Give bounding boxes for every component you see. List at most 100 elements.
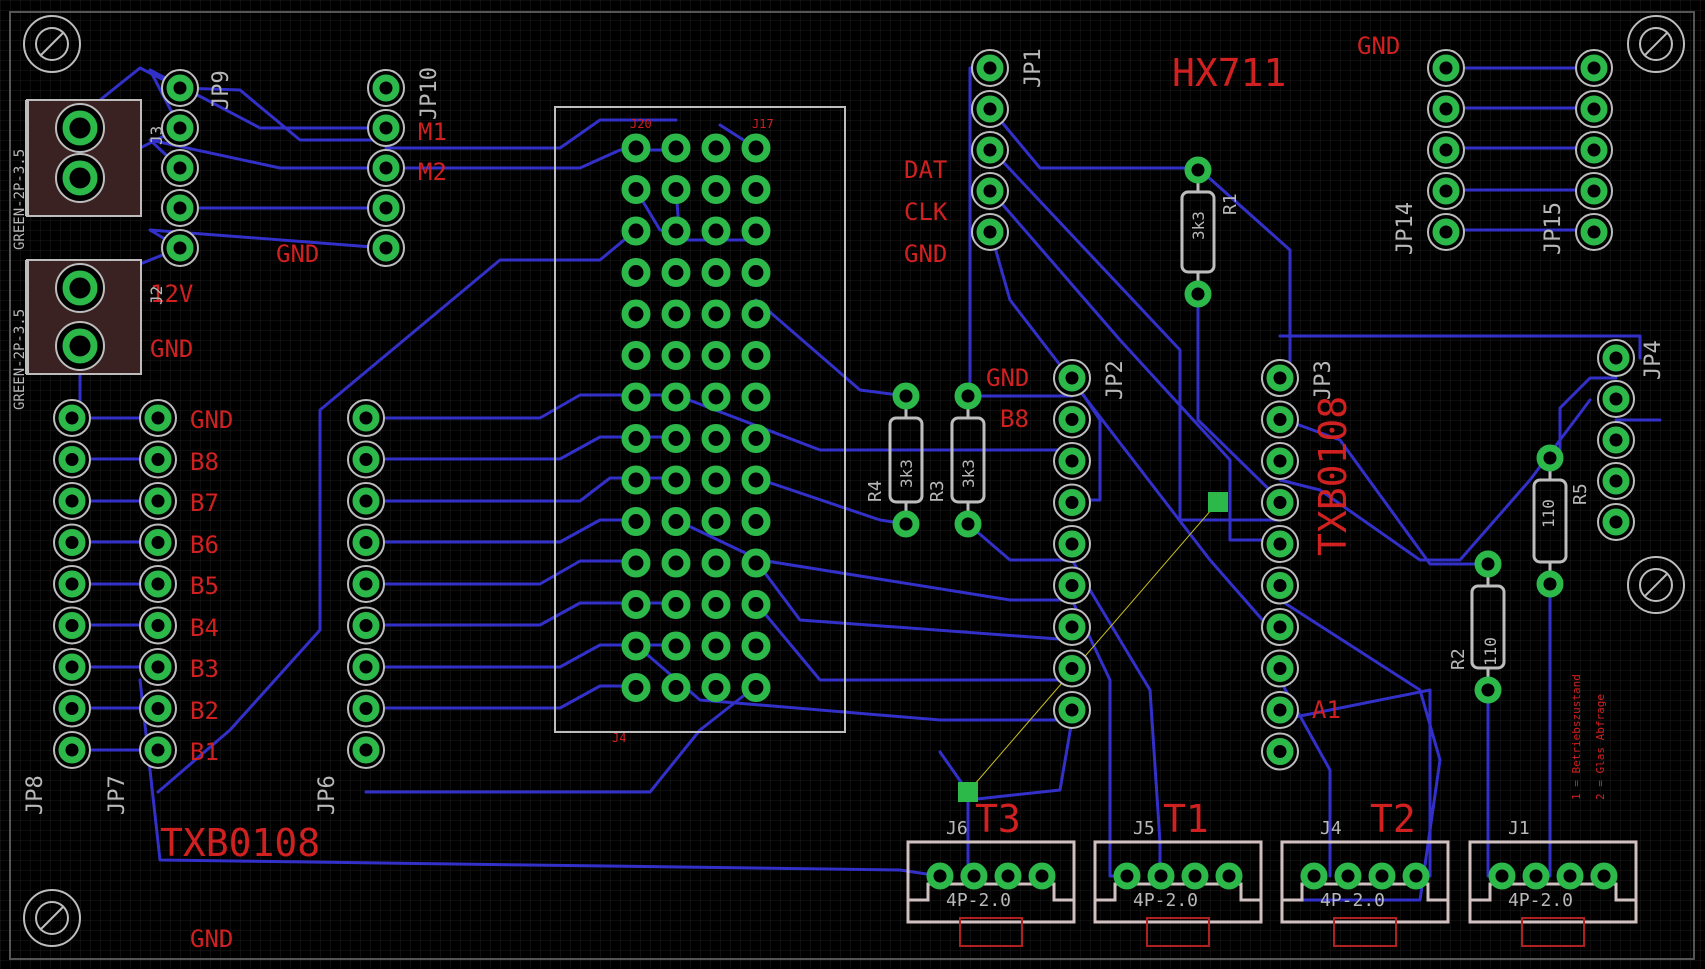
trace — [754, 559, 1074, 642]
j20-pad — [701, 590, 731, 619]
j20-pad — [621, 465, 651, 495]
jp15-pad — [1580, 218, 1608, 246]
j20-pad — [621, 507, 651, 536]
j20-pad — [661, 216, 691, 246]
j5-housing — [1093, 840, 1263, 924]
jp7-pad — [144, 736, 172, 764]
jp2-pad — [1058, 447, 1086, 475]
j20-pad — [741, 133, 771, 163]
jp6-pad — [352, 570, 380, 598]
j20-pad — [621, 341, 651, 370]
designator-jp1: JP1 — [1021, 48, 1046, 88]
j20-pad — [621, 548, 651, 578]
j6-housing-detail — [908, 882, 1074, 902]
terminal-pad — [62, 328, 98, 364]
labels: HX711 TXB0108 TXB0108 M1 M2 GND 12V GND … — [12, 32, 1666, 953]
value-j2-terminal: GREEN-2P-3.5 — [12, 309, 28, 410]
label-m1: M1 — [418, 118, 447, 146]
j20-pad — [741, 673, 771, 702]
label-gnd-jp2: GND — [986, 364, 1029, 392]
value-j4-connector: 4P-2.0 — [1320, 890, 1385, 911]
jp2-pad — [1058, 572, 1086, 599]
j1-pad — [1522, 862, 1550, 890]
j20-pad — [701, 507, 731, 536]
j20-pad — [661, 631, 691, 661]
j5-pad — [1113, 862, 1141, 890]
j20-pad — [701, 341, 731, 370]
designator-j4-header: J4 — [612, 731, 626, 745]
value-j3-terminal: GREEN-2P-3.5 — [12, 149, 28, 250]
label-b3: B3 — [190, 655, 219, 683]
value-j1-connector: 4P-2.0 — [1508, 890, 1573, 911]
jp8-pad — [58, 695, 86, 722]
value-j6-connector: 4P-2.0 — [946, 890, 1011, 911]
j20-pad — [621, 424, 651, 453]
j20-pad — [741, 258, 771, 287]
j1-latch — [1521, 917, 1585, 947]
jp2-pad — [1058, 406, 1086, 433]
designator-jp6: JP6 — [315, 775, 340, 815]
jp10-pad — [372, 194, 400, 222]
jp2-pad — [1058, 364, 1086, 392]
j20-pad — [621, 631, 651, 661]
label-hx711: HX711 — [1172, 51, 1286, 95]
jp3-pad — [1266, 696, 1294, 724]
trace — [148, 138, 388, 170]
designator-r1: R1 — [1220, 193, 1241, 215]
jp9-pad — [166, 234, 194, 262]
designator-r2: R2 — [1448, 648, 1469, 670]
jp3-pad — [1266, 364, 1294, 392]
j4-pad — [1300, 862, 1328, 890]
jp7-pad — [144, 487, 172, 515]
j20-pad — [701, 258, 731, 287]
label-gnd-jp1: GND — [904, 240, 947, 268]
j4-pad — [1368, 862, 1396, 890]
designator-j2: J2 — [147, 286, 166, 305]
j20-pad — [661, 299, 691, 329]
r5-pad — [1536, 444, 1564, 472]
designator-jp15: JP15 — [1541, 202, 1566, 255]
j4-housing-detail — [1282, 882, 1448, 902]
j20-pad — [661, 673, 691, 702]
label-legend-2: 2 = Glas Abfrage — [1594, 694, 1607, 800]
j20-pad — [661, 590, 691, 619]
mounting-holes — [23, 15, 1685, 947]
pads — [53, 49, 1635, 890]
label-gnd-jp14: GND — [1357, 32, 1400, 60]
j20-pad — [621, 590, 651, 619]
j1-pad — [1556, 862, 1584, 890]
via-square — [1208, 492, 1228, 512]
j20-pad — [701, 465, 731, 495]
jp3-pad — [1266, 530, 1294, 558]
jp15-pad — [1580, 95, 1608, 123]
r2-pad — [1474, 550, 1502, 578]
jp3-pad — [1266, 447, 1294, 475]
jp6-pad — [352, 695, 380, 722]
j20-pad — [621, 299, 651, 329]
jp1-pad — [976, 218, 1004, 246]
jp8-pad — [58, 487, 86, 515]
jp8-pad — [58, 446, 86, 473]
j20-pad — [701, 382, 731, 412]
designator-jp10: JP10 — [417, 67, 442, 120]
jp7-pad — [144, 653, 172, 681]
via-square — [958, 782, 978, 802]
label-m2: M2 — [418, 158, 447, 186]
label-clk: CLK — [904, 198, 948, 226]
jp14-pad — [1432, 177, 1460, 205]
label-b8-jp2: B8 — [1000, 405, 1029, 433]
j20-pad — [701, 673, 731, 702]
terminal-pad — [62, 110, 98, 146]
designator-jp9: JP9 — [209, 70, 234, 110]
jp4-pad — [1602, 467, 1630, 495]
designator-j3: J3 — [147, 126, 166, 145]
trace — [1278, 416, 1490, 566]
jp15-pad — [1580, 136, 1608, 164]
jp1-pad — [976, 54, 1004, 82]
j6-pad — [994, 862, 1022, 890]
label-b6: B6 — [190, 531, 219, 559]
value-r2: 110 — [1481, 637, 1500, 666]
j20-pad — [741, 507, 771, 536]
jp3-pad — [1266, 489, 1294, 516]
label-b8: B8 — [190, 448, 219, 476]
